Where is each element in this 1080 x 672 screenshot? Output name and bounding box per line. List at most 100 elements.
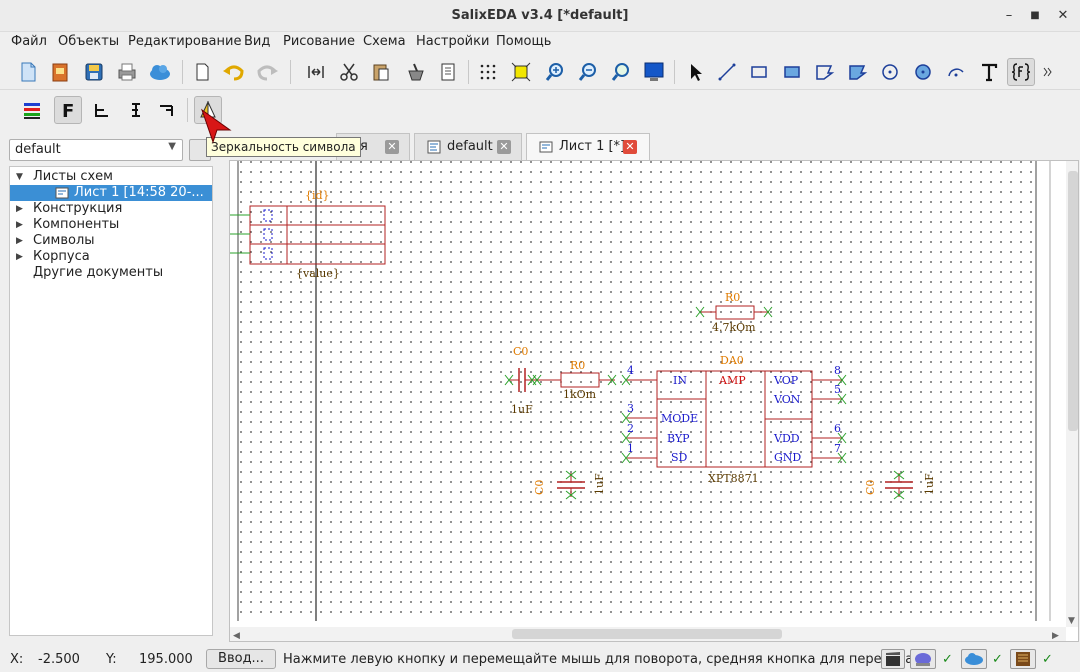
font-bold-icon[interactable]: F bbox=[54, 96, 82, 124]
text-align-right-icon[interactable] bbox=[120, 96, 148, 124]
chevron-down-icon: ▼ bbox=[168, 141, 176, 152]
menu-objects[interactable]: Объекты bbox=[58, 34, 120, 49]
expanded-arrow-icon[interactable]: ▼ bbox=[16, 172, 23, 182]
pin-name: BYP bbox=[667, 432, 690, 445]
pin-number: 6 bbox=[834, 422, 841, 435]
tree-item-construction[interactable]: ▶ Конструкция bbox=[10, 201, 212, 217]
draw-arc-icon[interactable] bbox=[942, 58, 970, 86]
mirror-bus-icon[interactable] bbox=[302, 58, 330, 86]
library-status-icon[interactable] bbox=[1010, 649, 1036, 669]
monitor-icon[interactable] bbox=[640, 58, 668, 86]
undo-icon[interactable] bbox=[220, 58, 248, 86]
tree-item-sheets[interactable]: ▼ Листы схем bbox=[10, 169, 212, 185]
zoom-in-icon[interactable] bbox=[541, 58, 569, 86]
menu-edit[interactable]: Редактирование bbox=[128, 34, 242, 49]
pin-number: 8 bbox=[834, 364, 841, 377]
project-combo[interactable]: default ▼ bbox=[9, 139, 183, 161]
zoom-fit-icon[interactable] bbox=[507, 58, 535, 86]
document-icon bbox=[427, 140, 441, 158]
layers-icon[interactable] bbox=[18, 96, 46, 124]
resistor-r0-mid bbox=[532, 372, 617, 388]
collapsed-arrow-icon[interactable]: ▶ bbox=[16, 204, 23, 214]
input-button[interactable]: Ввод... bbox=[206, 649, 276, 669]
symbol-value-label: {value} bbox=[296, 267, 340, 280]
check-icon: ✓ bbox=[992, 652, 1003, 667]
print-icon[interactable] bbox=[113, 58, 141, 86]
project-tree[interactable]: ▼ Листы схем Лист 1 [14:58 20-... ▶ Конс… bbox=[9, 166, 213, 636]
tooltip: Зеркальность символа bbox=[206, 137, 361, 157]
cloud-icon[interactable] bbox=[146, 58, 174, 86]
tree-item-sheet-1[interactable]: Лист 1 [14:58 20-... bbox=[10, 185, 212, 201]
close-icon[interactable]: ✕ bbox=[623, 140, 637, 154]
save-icon[interactable] bbox=[80, 58, 108, 86]
zoom-out-icon[interactable] bbox=[574, 58, 602, 86]
tree-item-label: Другие документы bbox=[33, 265, 164, 280]
tree-item-components[interactable]: ▶ Компоненты bbox=[10, 217, 212, 233]
redo-icon[interactable] bbox=[253, 58, 281, 86]
close-icon[interactable]: ✕ bbox=[385, 140, 399, 154]
pin-name: IN bbox=[673, 374, 687, 387]
draw-circle-icon[interactable] bbox=[876, 58, 904, 86]
r0-top-value: 4.7kOm bbox=[712, 321, 756, 334]
tree-item-label: Лист 1 [14:58 20-... bbox=[74, 185, 204, 200]
clean-icon[interactable] bbox=[402, 58, 430, 86]
page-icon[interactable] bbox=[188, 58, 216, 86]
new-file-icon[interactable] bbox=[14, 58, 42, 86]
draw-filled-circle-icon[interactable] bbox=[909, 58, 937, 86]
menu-help[interactable]: Помощь bbox=[496, 34, 552, 49]
svg-text:◀: ◀ bbox=[233, 631, 240, 641]
open-project-icon[interactable] bbox=[46, 58, 74, 86]
draw-filled-polygon-icon[interactable] bbox=[843, 58, 871, 86]
sheet-icon bbox=[55, 186, 69, 205]
pin-name: SD bbox=[671, 451, 688, 464]
collapsed-arrow-icon[interactable]: ▶ bbox=[16, 252, 23, 262]
tab-default[interactable]: default ✕ bbox=[414, 133, 522, 160]
status-hint: Нажмите левую кнопку и перемещайте мышь … bbox=[283, 652, 914, 667]
clapperboard-icon[interactable] bbox=[881, 649, 905, 669]
menu-view[interactable]: Вид bbox=[244, 34, 271, 49]
draw-line-icon[interactable] bbox=[713, 58, 741, 86]
list-icon[interactable] bbox=[434, 58, 462, 86]
close-icon[interactable]: ✕ bbox=[497, 140, 511, 154]
mouse-cursor-icon bbox=[201, 108, 232, 144]
select-arrow-icon[interactable] bbox=[681, 58, 709, 86]
c0-left-name: C0 bbox=[513, 345, 528, 358]
text-align-top-icon[interactable] bbox=[153, 96, 181, 124]
cloud-status-icon[interactable] bbox=[961, 649, 987, 669]
draw-rect-icon[interactable] bbox=[745, 58, 773, 86]
tab-sheet-1[interactable]: Лист 1 [*] ✕ bbox=[526, 133, 650, 161]
opamp-da0 bbox=[621, 370, 847, 468]
pin-number: 3 bbox=[627, 402, 634, 415]
r0-top-name: R0 bbox=[725, 291, 740, 304]
grid-icon[interactable] bbox=[474, 58, 502, 86]
menu-draw[interactable]: Рисование bbox=[283, 34, 355, 49]
minimize-button[interactable]: – bbox=[1005, 8, 1013, 23]
toolbar-more-icon[interactable] bbox=[1040, 58, 1054, 86]
schematic-drawing[interactable]: {id} {value} R0 4.7kOm C0 1uF bbox=[230, 161, 1079, 642]
zoom-window-icon[interactable] bbox=[607, 58, 635, 86]
paste-icon[interactable] bbox=[367, 58, 395, 86]
text-align-left-icon[interactable] bbox=[88, 96, 116, 124]
tree-item-symbols[interactable]: ▶ Символы bbox=[10, 233, 212, 249]
draw-filled-rect-icon[interactable] bbox=[778, 58, 806, 86]
maximize-button[interactable]: ■ bbox=[1030, 10, 1040, 21]
resistor-r0-top bbox=[695, 305, 773, 320]
menu-settings[interactable]: Настройки bbox=[416, 34, 490, 49]
svg-text:▶: ▶ bbox=[1052, 631, 1059, 641]
field-tool-icon[interactable] bbox=[1007, 58, 1035, 86]
cut-icon[interactable] bbox=[335, 58, 363, 86]
tree-item-other-docs[interactable]: Другие документы bbox=[10, 265, 212, 281]
tree-item-packages[interactable]: ▶ Корпуса bbox=[10, 249, 212, 265]
menu-file[interactable]: Файл bbox=[11, 34, 47, 49]
draw-polygon-icon[interactable] bbox=[810, 58, 838, 86]
opamp-ref: DA0 bbox=[720, 354, 744, 367]
schematic-canvas[interactable]: {id} {value} R0 4.7kOm C0 1uF bbox=[229, 160, 1079, 642]
collapsed-arrow-icon[interactable]: ▶ bbox=[16, 236, 23, 246]
network-status-icon[interactable] bbox=[910, 649, 936, 669]
menu-schematic[interactable]: Схема bbox=[363, 34, 406, 49]
close-button[interactable]: ✕ bbox=[1057, 8, 1069, 23]
draw-text-icon[interactable] bbox=[975, 58, 1003, 86]
collapsed-arrow-icon[interactable]: ▶ bbox=[16, 220, 23, 230]
window-title: SalixEDA v3.4 [*default] bbox=[451, 8, 629, 23]
